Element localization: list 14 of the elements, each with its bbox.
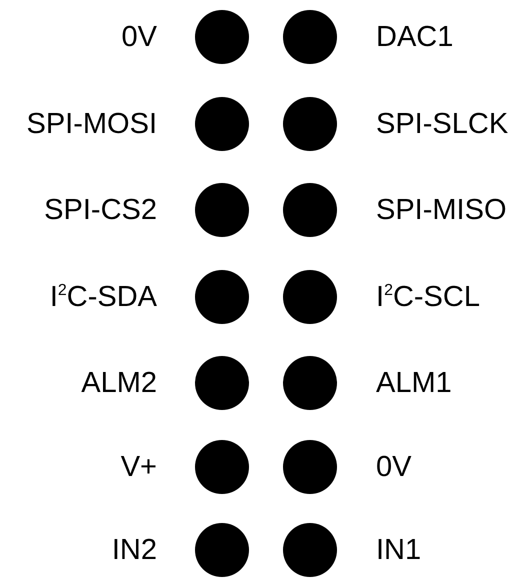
pin-label: I$^{2}$C-SCL xyxy=(376,280,480,314)
pin-label: ALM1 xyxy=(376,366,452,400)
pin-label: SPI-CS2 xyxy=(44,193,157,227)
pin-label: SPI-SLCK xyxy=(376,107,508,141)
pin-label: IN2 xyxy=(112,533,157,567)
pin-label: SPI-MOSI xyxy=(26,107,157,141)
pin-label: 0V xyxy=(376,450,412,484)
pin-label: V+ xyxy=(120,450,157,484)
pin-label: IN1 xyxy=(376,533,422,567)
pin-label: 0V xyxy=(122,20,157,54)
pin-label: I$^{2}$C-SDA xyxy=(50,280,157,314)
pin-label: DAC1 xyxy=(376,20,454,54)
pin-label: SPI-MISO xyxy=(376,193,507,227)
pin-label: ALM2 xyxy=(81,366,157,400)
